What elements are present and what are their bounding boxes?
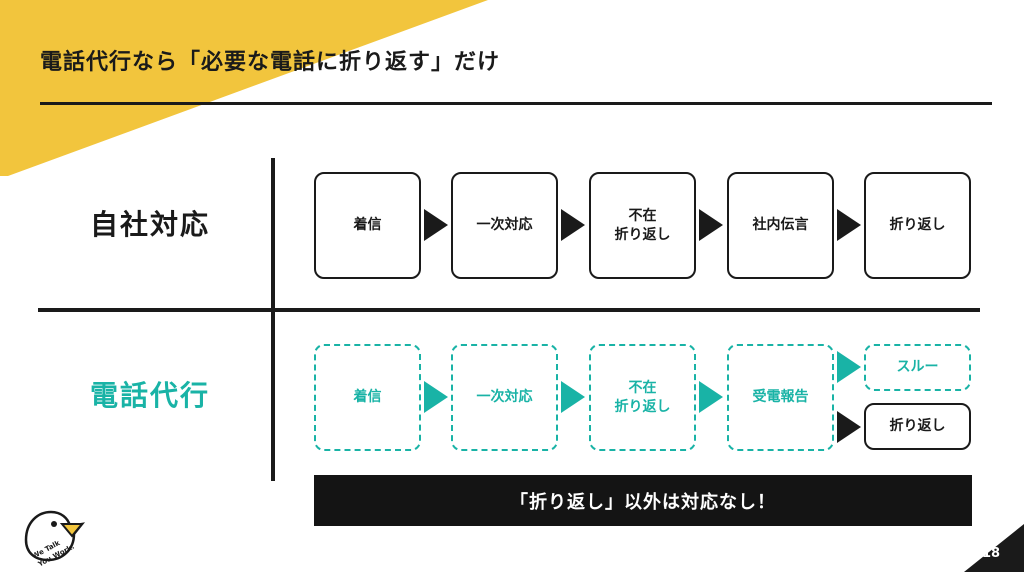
title-underline [40, 102, 992, 105]
arrow-right-icon [837, 209, 861, 241]
arrow-right-icon [699, 381, 723, 413]
self-step-first-response: 一次対応 [451, 172, 558, 279]
self-step-internal-message: 社内伝言 [727, 172, 834, 279]
arrow-right-icon [837, 411, 861, 443]
summary-banner: 「折り返し」以外は対応なし！ [314, 475, 972, 526]
page-number: 18 [982, 546, 1001, 561]
arrow-right-icon [699, 209, 723, 241]
row-label-service: 電話代行 [89, 379, 210, 412]
arrow-right-icon [561, 381, 585, 413]
service-step-first-response: 一次対応 [451, 344, 558, 451]
row-label-self: 自社対応 [89, 208, 210, 241]
vertical-divider [271, 158, 275, 481]
service-step-call-report: 受電報告 [727, 344, 834, 451]
service-step-absent-callback: 不在 折り返し [589, 344, 696, 451]
self-step-incoming: 着信 [314, 172, 421, 279]
service-step-incoming: 着信 [314, 344, 421, 451]
service-branch-callback: 折り返し [864, 403, 971, 450]
arrow-right-icon [837, 351, 861, 383]
service-branch-pass: スルー [864, 344, 971, 391]
slide-title: 電話代行なら「必要な電話に折り返す」だけ [40, 50, 501, 75]
self-step-absent-callback: 不在 折り返し [589, 172, 696, 279]
horizontal-divider [38, 308, 980, 312]
page-number-badge [964, 524, 1024, 572]
arrow-right-icon [424, 209, 448, 241]
arrow-right-icon [424, 381, 448, 413]
arrow-right-icon [561, 209, 585, 241]
bird-logo-icon: We Talk You Work. [24, 510, 86, 569]
self-step-callback: 折り返し [864, 172, 971, 279]
